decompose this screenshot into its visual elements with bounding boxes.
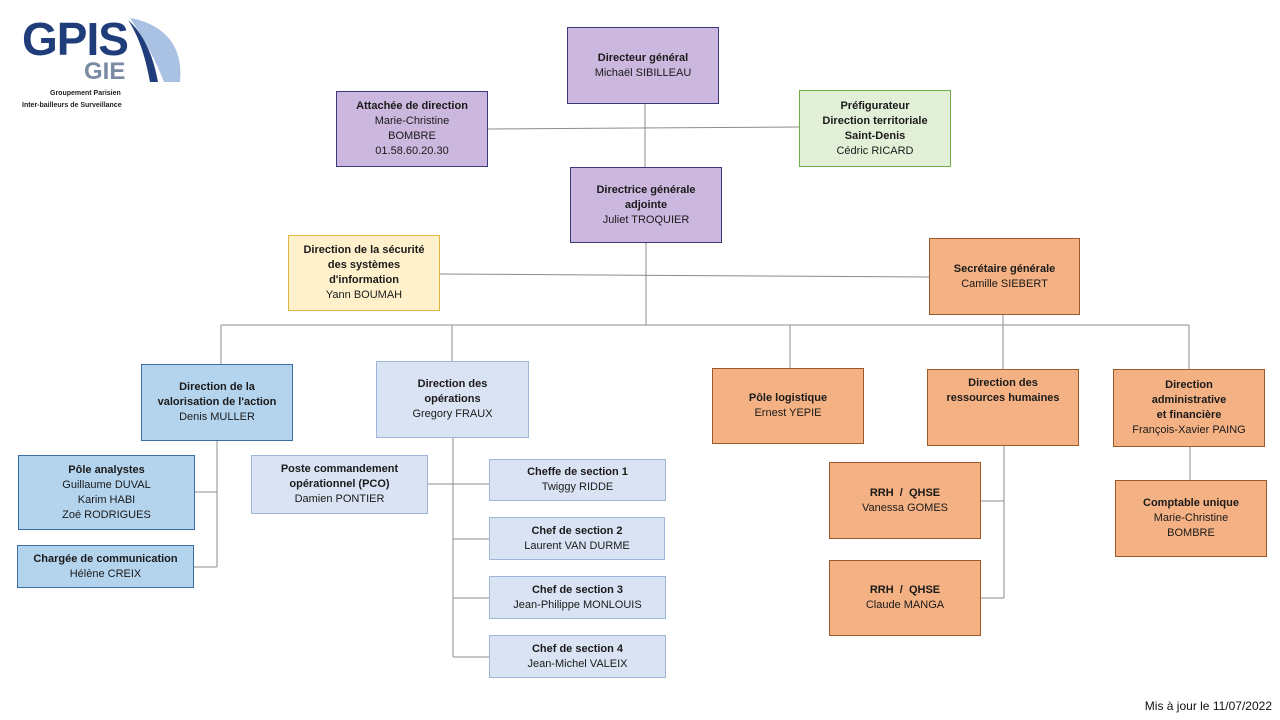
node-title-line: opérationnel (PCO) — [289, 478, 390, 490]
node-name: Zoé RODRIGUES — [62, 508, 151, 521]
node-title: Chargée de communication — [33, 552, 178, 565]
node-pole-logistique: Pôle logistique Ernest YEPIE — [712, 368, 864, 444]
node-title: Pôle analystes — [68, 463, 145, 476]
node-name: BOMBRE — [1167, 527, 1215, 539]
node-name: Michaël SIBILLEAU — [594, 66, 692, 79]
node-title-line: Direction de la sécurité — [303, 244, 425, 256]
node-name: Jean-Philippe MONLOUIS — [513, 598, 642, 611]
node-name: Yann BOUMAH — [325, 289, 403, 301]
node-title: Pôle logistique — [748, 392, 828, 404]
node-name: Hélène CREIX — [69, 567, 142, 580]
node-name: Twiggy RIDDE — [541, 481, 614, 493]
node-chargee-communication: Chargée de communication Hélène CREIX — [17, 545, 194, 588]
node-title-line: Direction des — [417, 378, 488, 390]
node-title: Attachée de direction — [356, 100, 468, 112]
logo-subtitle-line1: Groupement Parisien — [50, 90, 121, 97]
node-name: Denis MULLER — [179, 411, 255, 423]
node-title-line: adjointe — [624, 198, 668, 211]
node-title: Chef de section 4 — [531, 642, 624, 655]
node-pco: Poste commandement opérationnel (PCO) Da… — [251, 455, 428, 514]
node-title-line: opérations — [424, 393, 481, 405]
node-section-4: Chef de section 4 Jean-Michel VALEIX — [489, 635, 666, 678]
node-name: Juliet TROQUIER — [602, 213, 690, 226]
node-direction-valorisation: Direction de la valorisation de l'action… — [141, 364, 293, 441]
sail-icon — [128, 18, 181, 82]
node-direction-operations: Direction des opérations Gregory FRAUX — [376, 361, 529, 438]
node-name: Jean-Michel VALEIX — [527, 657, 628, 670]
node-directrice-generale-adjointe: Directrice générale adjointe Juliet TROQ… — [570, 167, 722, 243]
logo-wordmark: GPIS — [22, 13, 129, 65]
node-name: Karim HABI — [77, 493, 136, 506]
node-name: Gregory FRAUX — [412, 408, 493, 420]
node-title-line: ressources humaines — [946, 392, 1060, 404]
node-title-line: des systèmes — [327, 259, 401, 271]
node-title: Secrétaire générale — [953, 262, 1056, 275]
node-title: RRH / QHSE — [869, 486, 941, 499]
node-direction-administrative-financiere: Direction administrative et financière F… — [1113, 369, 1265, 447]
node-title-line: Direction — [1165, 379, 1213, 391]
node-title-line: d'information — [329, 274, 399, 286]
node-section-1: Cheffe de section 1 Twiggy RIDDE — [489, 459, 666, 501]
gpis-logo: GPIS GIE Groupement Parisien Inter-baill… — [20, 13, 181, 114]
node-section-2: Chef de section 2 Laurent VAN DURME — [489, 517, 665, 560]
node-attachee-direction: Attachée de direction Marie-Christine BO… — [336, 91, 488, 167]
node-title-line: Préfigurateur — [840, 99, 910, 112]
node-directeur-general: Directeur général Michaël SIBILLEAU — [567, 27, 719, 104]
logo-subtitle-line2: Inter-bailleurs de Surveillance — [22, 102, 122, 109]
node-secretaire-generale: Secrétaire générale Camille SIEBERT — [929, 238, 1080, 315]
node-name: Laurent VAN DURME — [524, 539, 630, 552]
node-title: Directeur général — [597, 51, 689, 64]
node-title-line: Directrice générale — [596, 183, 696, 196]
node-name: Cédric RICARD — [836, 144, 914, 157]
node-name: Camille SIEBERT — [961, 277, 1048, 290]
node-title-line: Direction des — [968, 377, 1038, 389]
node-name: Claude MANGA — [865, 599, 945, 611]
node-prefigurateur: Préfigurateur Direction territoriale Sai… — [799, 90, 951, 167]
node-name: Damien PONTIER — [294, 493, 385, 505]
node-name: Vanessa GOMES — [862, 501, 948, 514]
node-name: Ernest YEPIE — [754, 407, 822, 419]
logo-suffix: GIE — [84, 58, 126, 85]
node-title: Chef de section 3 — [531, 583, 624, 596]
node-pole-analystes: Pôle analystes Guillaume DUVAL Karim HAB… — [18, 455, 195, 530]
node-title: Chef de section 2 — [531, 524, 623, 537]
node-name: Marie-Christine — [374, 115, 450, 127]
node-direction-securite-si: Direction de la sécurité des systèmes d'… — [288, 235, 440, 311]
node-rrh-qhse-2: RRH / QHSE Claude MANGA — [829, 560, 981, 636]
node-direction-ressources-humaines: Direction des ressources humaines — [927, 369, 1079, 446]
node-title-line: administrative — [1151, 394, 1227, 406]
node-title-line: et financière — [1156, 409, 1222, 421]
node-name: BOMBRE — [388, 130, 436, 142]
node-rrh-qhse-1: RRH / QHSE Vanessa GOMES — [829, 462, 981, 539]
node-title-line: Direction territoriale — [822, 114, 928, 127]
node-title-line: valorisation de l'action — [157, 396, 277, 408]
update-date: Mis à jour le 11/07/2022 — [1144, 699, 1272, 713]
node-comptable-unique: Comptable unique Marie-Christine BOMBRE — [1115, 480, 1267, 557]
node-title-line: Saint-Denis — [844, 129, 906, 142]
node-name: Guillaume DUVAL — [62, 478, 151, 491]
node-name: Marie-Christine — [1153, 512, 1229, 524]
node-section-3: Chef de section 3 Jean-Philippe MONLOUIS — [489, 576, 666, 619]
node-title-line: Poste commandement — [280, 463, 399, 475]
node-title: Cheffe de section 1 — [527, 466, 628, 478]
node-title-line: Direction de la — [179, 381, 255, 393]
node-title: Comptable unique — [1143, 497, 1239, 509]
node-phone: 01.58.60.20.30 — [375, 145, 449, 157]
node-title: RRH / QHSE — [869, 584, 941, 596]
node-name: François-Xavier PAING — [1132, 424, 1246, 436]
